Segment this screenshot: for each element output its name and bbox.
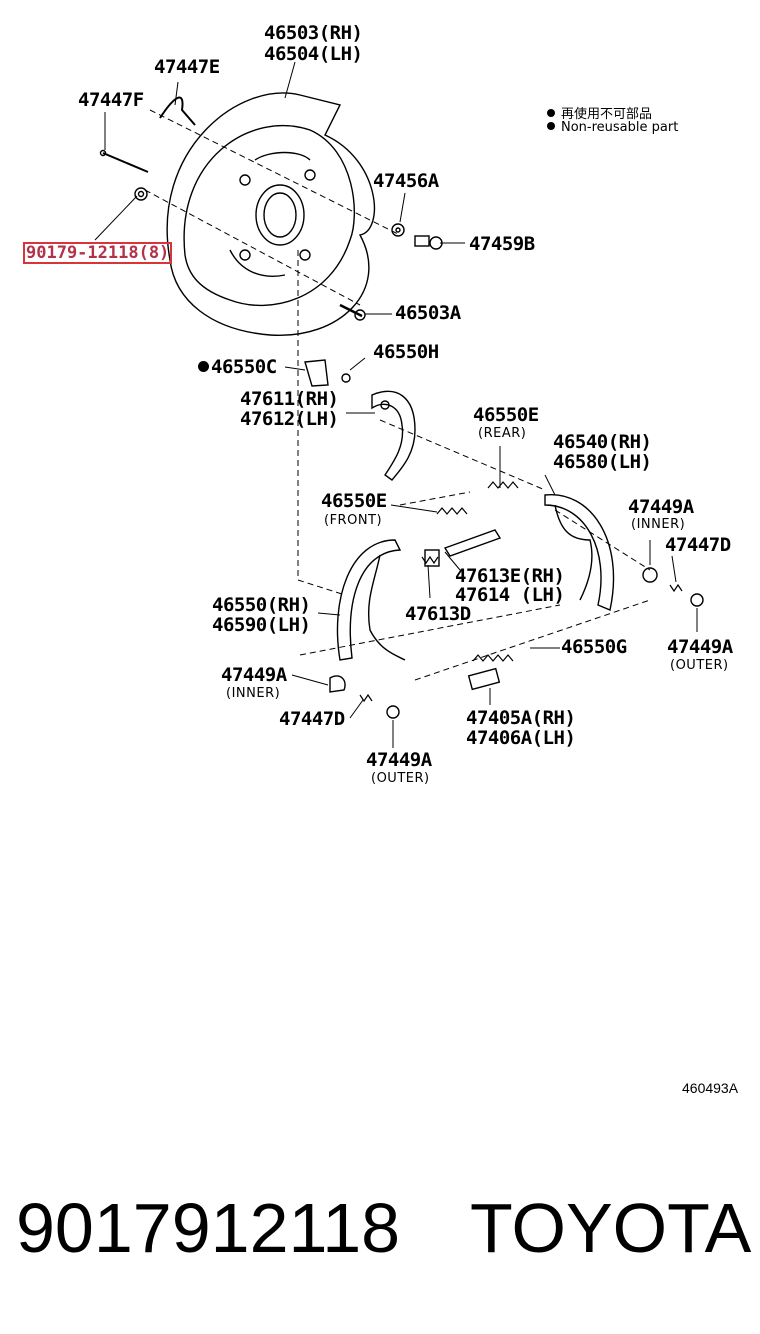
label-47447d-left: 47447D <box>279 708 345 730</box>
label-46550-rh: 46550(RH) <box>212 594 311 616</box>
label-47611-rh: 47611(RH) <box>240 388 339 410</box>
label-47449a-outer-left: 47449A <box>366 749 432 771</box>
plate-hardware <box>99 96 443 387</box>
label-47449a-outer-right: 47449A <box>667 636 733 658</box>
parking-lever <box>371 390 416 481</box>
label-47449a-inner-right: 47449A <box>628 496 694 518</box>
label-47405a-rh: 47405A(RH) <box>466 707 576 729</box>
label-47447f: 47447F <box>78 89 144 111</box>
label-47456a: 47456A <box>373 170 439 192</box>
label-46503a: 46503A <box>395 302 461 324</box>
legend-line-1: 再使用不可部品 <box>547 103 652 122</box>
assembly-guide-lines <box>144 109 651 681</box>
label-47613d: 47613D <box>405 603 471 625</box>
label-46550g: 46550G <box>561 636 627 658</box>
non-reusable-marker-icon <box>198 361 209 372</box>
misc-hardware <box>329 567 704 719</box>
label-46550e-rear: 46550E <box>473 404 539 426</box>
non-reusable-dot-icon <box>547 109 555 117</box>
label-46504-lh: 46504(LH) <box>264 43 363 65</box>
leader-lines <box>94 61 698 748</box>
part-number: 9017912118 <box>16 1189 401 1267</box>
label-inner-right: (INNER) <box>631 517 686 532</box>
non-reusable-dot-icon <box>547 122 555 130</box>
label-inner-left: (INNER) <box>226 686 281 701</box>
highlighted-part-label[interactable]: 90179-12118(8) <box>23 242 173 264</box>
label-46540-rh: 46540(RH) <box>553 431 652 453</box>
label-47449a-inner-left: 47449A <box>221 664 287 686</box>
figure-code: 460493A <box>682 1080 739 1096</box>
label-46550h: 46550H <box>373 341 439 363</box>
label-47406a-lh: 47406A(LH) <box>466 727 576 749</box>
label-outer-left: (OUTER) <box>371 771 430 786</box>
rear-shoe <box>544 494 615 611</box>
label-46580-lh: 46580(LH) <box>553 451 652 473</box>
front-shoe <box>336 539 406 661</box>
adjuster <box>424 529 502 567</box>
label-rear: (REAR) <box>478 426 527 441</box>
brand-name: TOYOTA <box>470 1189 752 1267</box>
label-47613e-rh: 47613E(RH) <box>455 565 565 587</box>
label-47614-lh: 47614 (LH) <box>455 584 565 606</box>
legend-line-2: Non-reusable part <box>547 120 678 135</box>
label-46550c: 46550C <box>211 356 277 378</box>
label-46590-lh: 46590(LH) <box>212 614 311 636</box>
label-47459b: 47459B <box>469 233 535 255</box>
label-47612-lh: 47612(LH) <box>240 408 339 430</box>
label-front: (FRONT) <box>324 513 383 528</box>
label-46503-rh: 46503(RH) <box>264 22 363 44</box>
label-46550e-front: 46550E <box>321 490 387 512</box>
label-47447d-right: 47447D <box>665 534 731 556</box>
backing-plate <box>166 92 376 336</box>
label-outer-right: (OUTER) <box>670 658 729 673</box>
label-47447e: 47447E <box>154 56 220 78</box>
